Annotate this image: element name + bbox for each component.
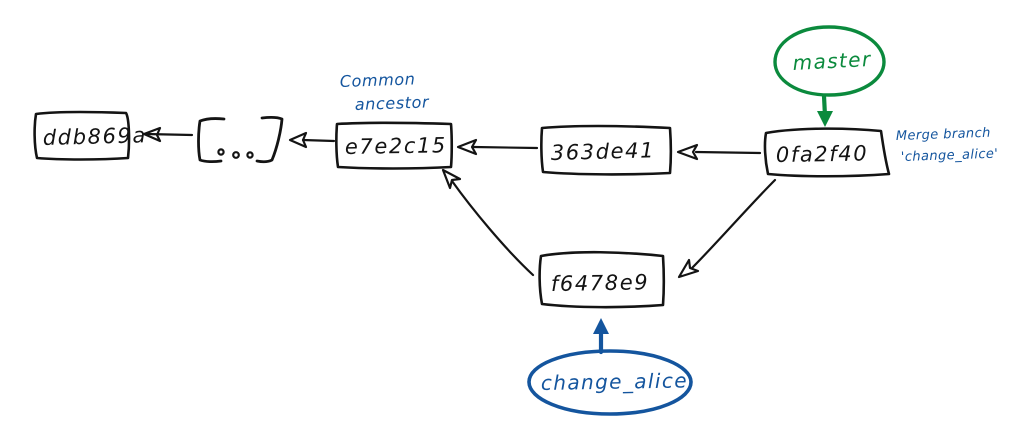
edge-0fa2f40-to-363de41 bbox=[676, 143, 762, 161]
annotation-common-ancestor-line1: Common bbox=[339, 69, 415, 91]
commit-label-f6478e9: f6478e9 bbox=[551, 270, 650, 296]
commit-label-e7e2c15: e7e2c15 bbox=[345, 133, 447, 159]
commit-node-363de41[interactable]: 363de41 bbox=[540, 124, 673, 176]
edge-master-to-0fa2f40 bbox=[817, 93, 833, 127]
commit-label-363de41: 363de41 bbox=[551, 138, 656, 165]
edge-change-alice-to-f6478e9 bbox=[593, 318, 609, 355]
commit-label-ddb869a: ddb869a bbox=[43, 123, 148, 150]
annotation-merge-message-line1: Merge branch bbox=[896, 126, 991, 144]
commit-node-ellipsis[interactable]: [...] bbox=[197, 115, 284, 164]
branch-ref-change-alice-label: change_alice bbox=[541, 368, 688, 395]
annotation-merge-message-line2: 'change_alice' bbox=[901, 147, 999, 165]
edge-f6478e9-to-e7e2c15 bbox=[441, 168, 535, 277]
commit-label-0fa2f40: 0fa2f40 bbox=[776, 141, 869, 167]
annotation-common-ancestor: Common ancestor bbox=[339, 69, 430, 114]
commit-node-0fa2f40[interactable]: 0fa2f40 bbox=[763, 127, 891, 178]
branch-ref-master[interactable]: master bbox=[773, 25, 886, 97]
edge-0fa2f40-to-f6478e9 bbox=[677, 178, 777, 279]
branch-ref-change-alice[interactable]: change_alice bbox=[527, 349, 693, 416]
annotation-merge-commit-message: Merge branch 'change_alice' bbox=[896, 126, 999, 165]
commit-node-f6478e9[interactable]: f6478e9 bbox=[538, 250, 666, 309]
edge-e7e2c15-to-ellipsis bbox=[288, 131, 336, 149]
commit-node-ddb869a[interactable]: ddb869a bbox=[33, 110, 148, 161]
edge-363de41-to-e7e2c15 bbox=[456, 138, 539, 156]
commit-node-e7e2c15[interactable]: e7e2c15 bbox=[335, 121, 454, 170]
edge-ellipsis-to-ddb869a bbox=[142, 126, 194, 143]
branch-ref-master-label: master bbox=[792, 47, 872, 75]
annotation-common-ancestor-line2: ancestor bbox=[354, 92, 430, 114]
